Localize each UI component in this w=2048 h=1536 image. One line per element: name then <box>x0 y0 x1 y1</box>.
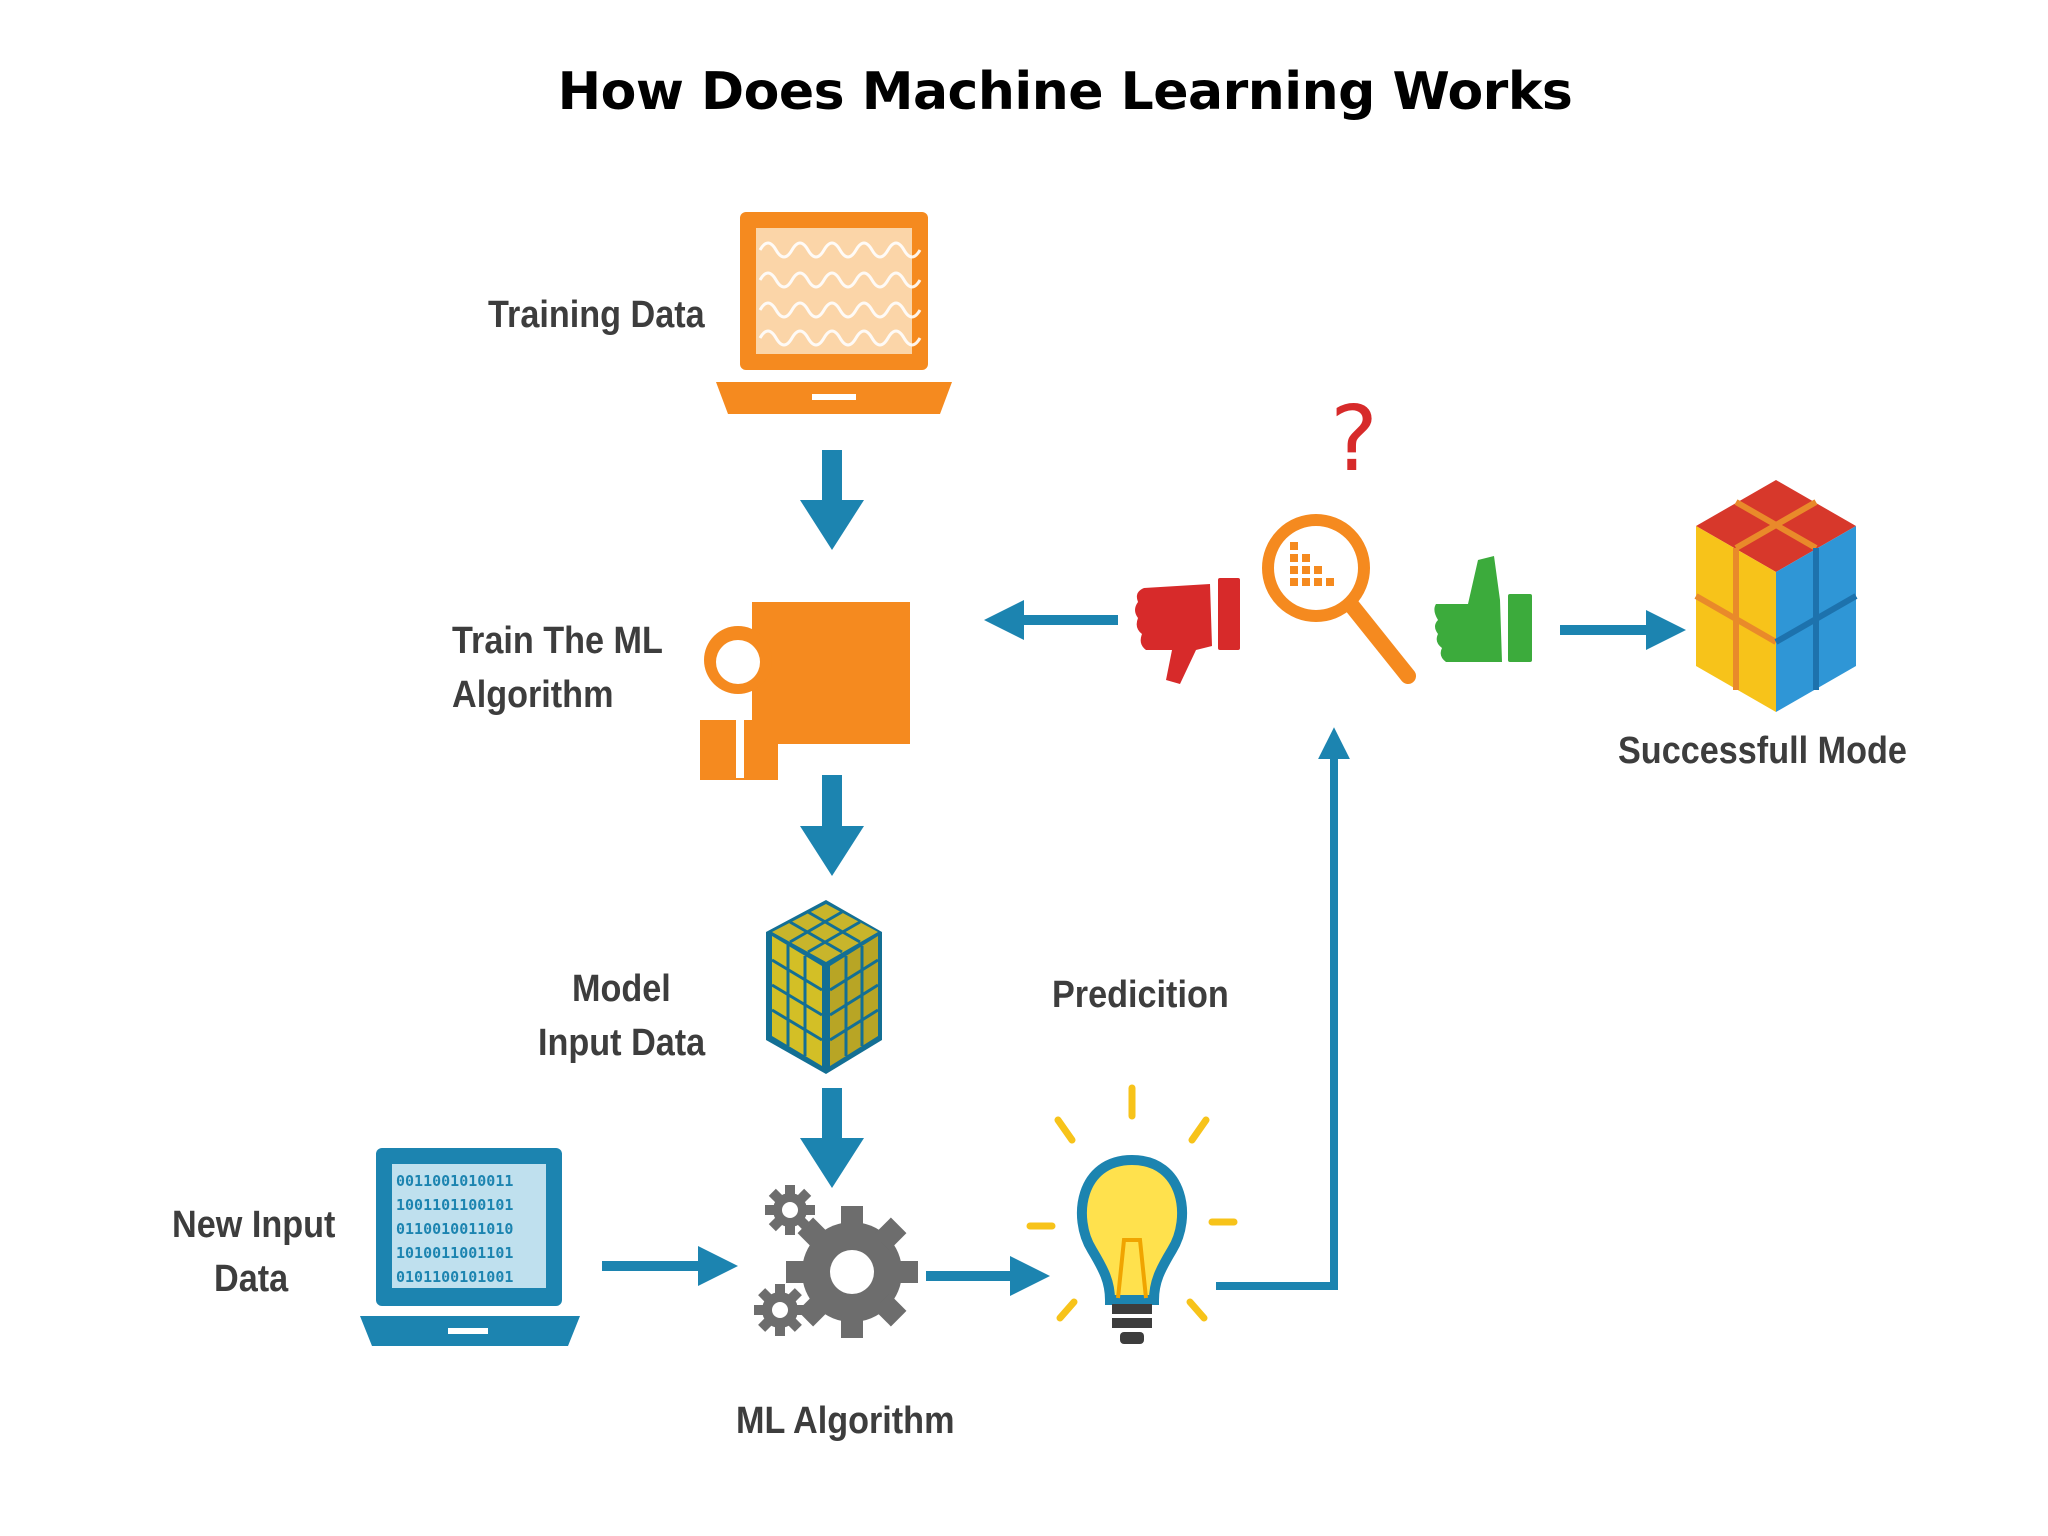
svg-text:1001101100101: 1001101100101 <box>396 1196 513 1214</box>
svg-text:0011001010011: 0011001010011 <box>396 1172 513 1190</box>
training-data-label: Training Data <box>488 294 705 336</box>
arrow-to-evaluation <box>1216 727 1350 1290</box>
model-input-label-line2: Input Data <box>538 1022 706 1064</box>
training-laptop-icon <box>716 212 952 414</box>
model-input-label-line1: Model <box>572 968 671 1010</box>
gears-icon <box>754 1185 918 1338</box>
arrow-down-3 <box>800 1088 864 1188</box>
new-input-label-line2: Data <box>214 1258 289 1300</box>
thumbs-down-icon <box>1135 578 1240 684</box>
svg-text:0110010011010: 0110010011010 <box>396 1220 513 1238</box>
arrow-down-2 <box>800 775 864 876</box>
arrow-down-1 <box>800 450 864 550</box>
trainer-board-icon <box>700 602 910 780</box>
new-input-label-line1: New Input <box>172 1204 336 1246</box>
ml-algorithm-label: ML Algorithm <box>736 1400 955 1442</box>
prediction-label: Predicition <box>1052 974 1229 1016</box>
train-algorithm-label-line2: Algorithm <box>452 674 614 716</box>
thumbs-up-icon <box>1434 556 1532 662</box>
svg-text:0101100101001: 0101100101001 <box>396 1268 513 1286</box>
successful-model-label: Successfull Mode <box>1618 730 1907 772</box>
new-input-laptop-icon: 0011001010011 1001101100101 011001001101… <box>360 1148 580 1346</box>
question-mark-icon: ? <box>1330 387 1378 492</box>
page-title: How Does Machine Learning Works <box>557 62 1573 122</box>
lightbulb-icon <box>1026 1084 1238 1344</box>
magnifier-icon <box>1262 514 1416 684</box>
successful-model-cube-icon <box>1694 480 1858 712</box>
model-cube-icon <box>766 900 882 1074</box>
train-algorithm-label-line1: Train The ML <box>452 620 663 662</box>
svg-text:1010011001101: 1010011001101 <box>396 1244 513 1262</box>
